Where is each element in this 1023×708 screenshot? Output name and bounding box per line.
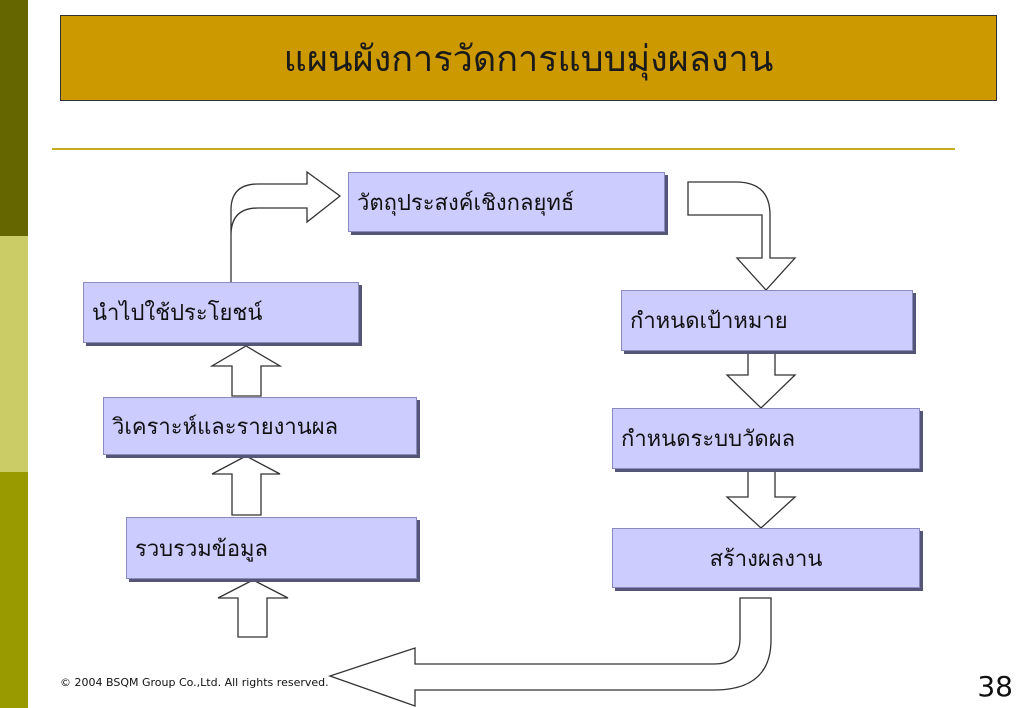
step-set-target-label: กำหนดเป้าหมาย <box>630 309 788 334</box>
title-divider <box>52 148 955 150</box>
up-arrow-to-analyze <box>211 455 281 516</box>
step-analyze-report-label: วิเคราะห์และรายงานผล <box>112 414 339 440</box>
step-analyze-report: วิเคราะห์และรายงานผล <box>103 397 417 455</box>
step-create-performance: สร้างผลงาน <box>612 528 920 588</box>
up-arrow-to-collect <box>217 579 289 638</box>
step-collect-data-label: รวบรวมข้อมูล <box>135 536 269 562</box>
curved-arrow-feedback <box>327 597 772 707</box>
step-strategic-objective-label: วัตถุประสงค์เชิงกลยุทธ์ <box>357 190 575 216</box>
up-arrow-to-utilize <box>209 345 283 397</box>
curved-arrow-to-objective <box>230 170 342 282</box>
step-define-measurement: กำหนดระบบวัดผล <box>612 408 920 469</box>
step-strategic-objective: วัตถุประสงค์เชิงกลยุทธ์ <box>348 172 665 232</box>
down-arrow-measure-to-create <box>725 469 797 529</box>
step-collect-data: รวบรวมข้อมูล <box>126 517 417 579</box>
step-create-performance-label: สร้างผลงาน <box>709 546 823 572</box>
down-arrow-target-to-measure <box>725 343 797 409</box>
curved-arrow-to-target <box>687 181 797 291</box>
step-utilize: นำไปใช้ประโยชน์ <box>83 282 359 343</box>
sidebar-stripe-dark <box>0 0 28 236</box>
step-utilize-label: นำไปใช้ประโยชน์ <box>92 301 263 326</box>
title-banner: แผนผังการวัดการแบบมุ่งผลงาน <box>60 15 997 101</box>
page-title: แผนผังการวัดการแบบมุ่งผลงาน <box>283 38 774 80</box>
page-number: 38 <box>977 670 1013 703</box>
step-define-measurement-label: กำหนดระบบวัดผล <box>621 427 796 452</box>
sidebar-stripe-olive <box>0 472 28 708</box>
copyright-footer: © 2004 BSQM Group Co.,Ltd. All rights re… <box>60 676 329 689</box>
sidebar-stripe-light <box>0 236 28 472</box>
step-set-target: กำหนดเป้าหมาย <box>621 290 913 351</box>
